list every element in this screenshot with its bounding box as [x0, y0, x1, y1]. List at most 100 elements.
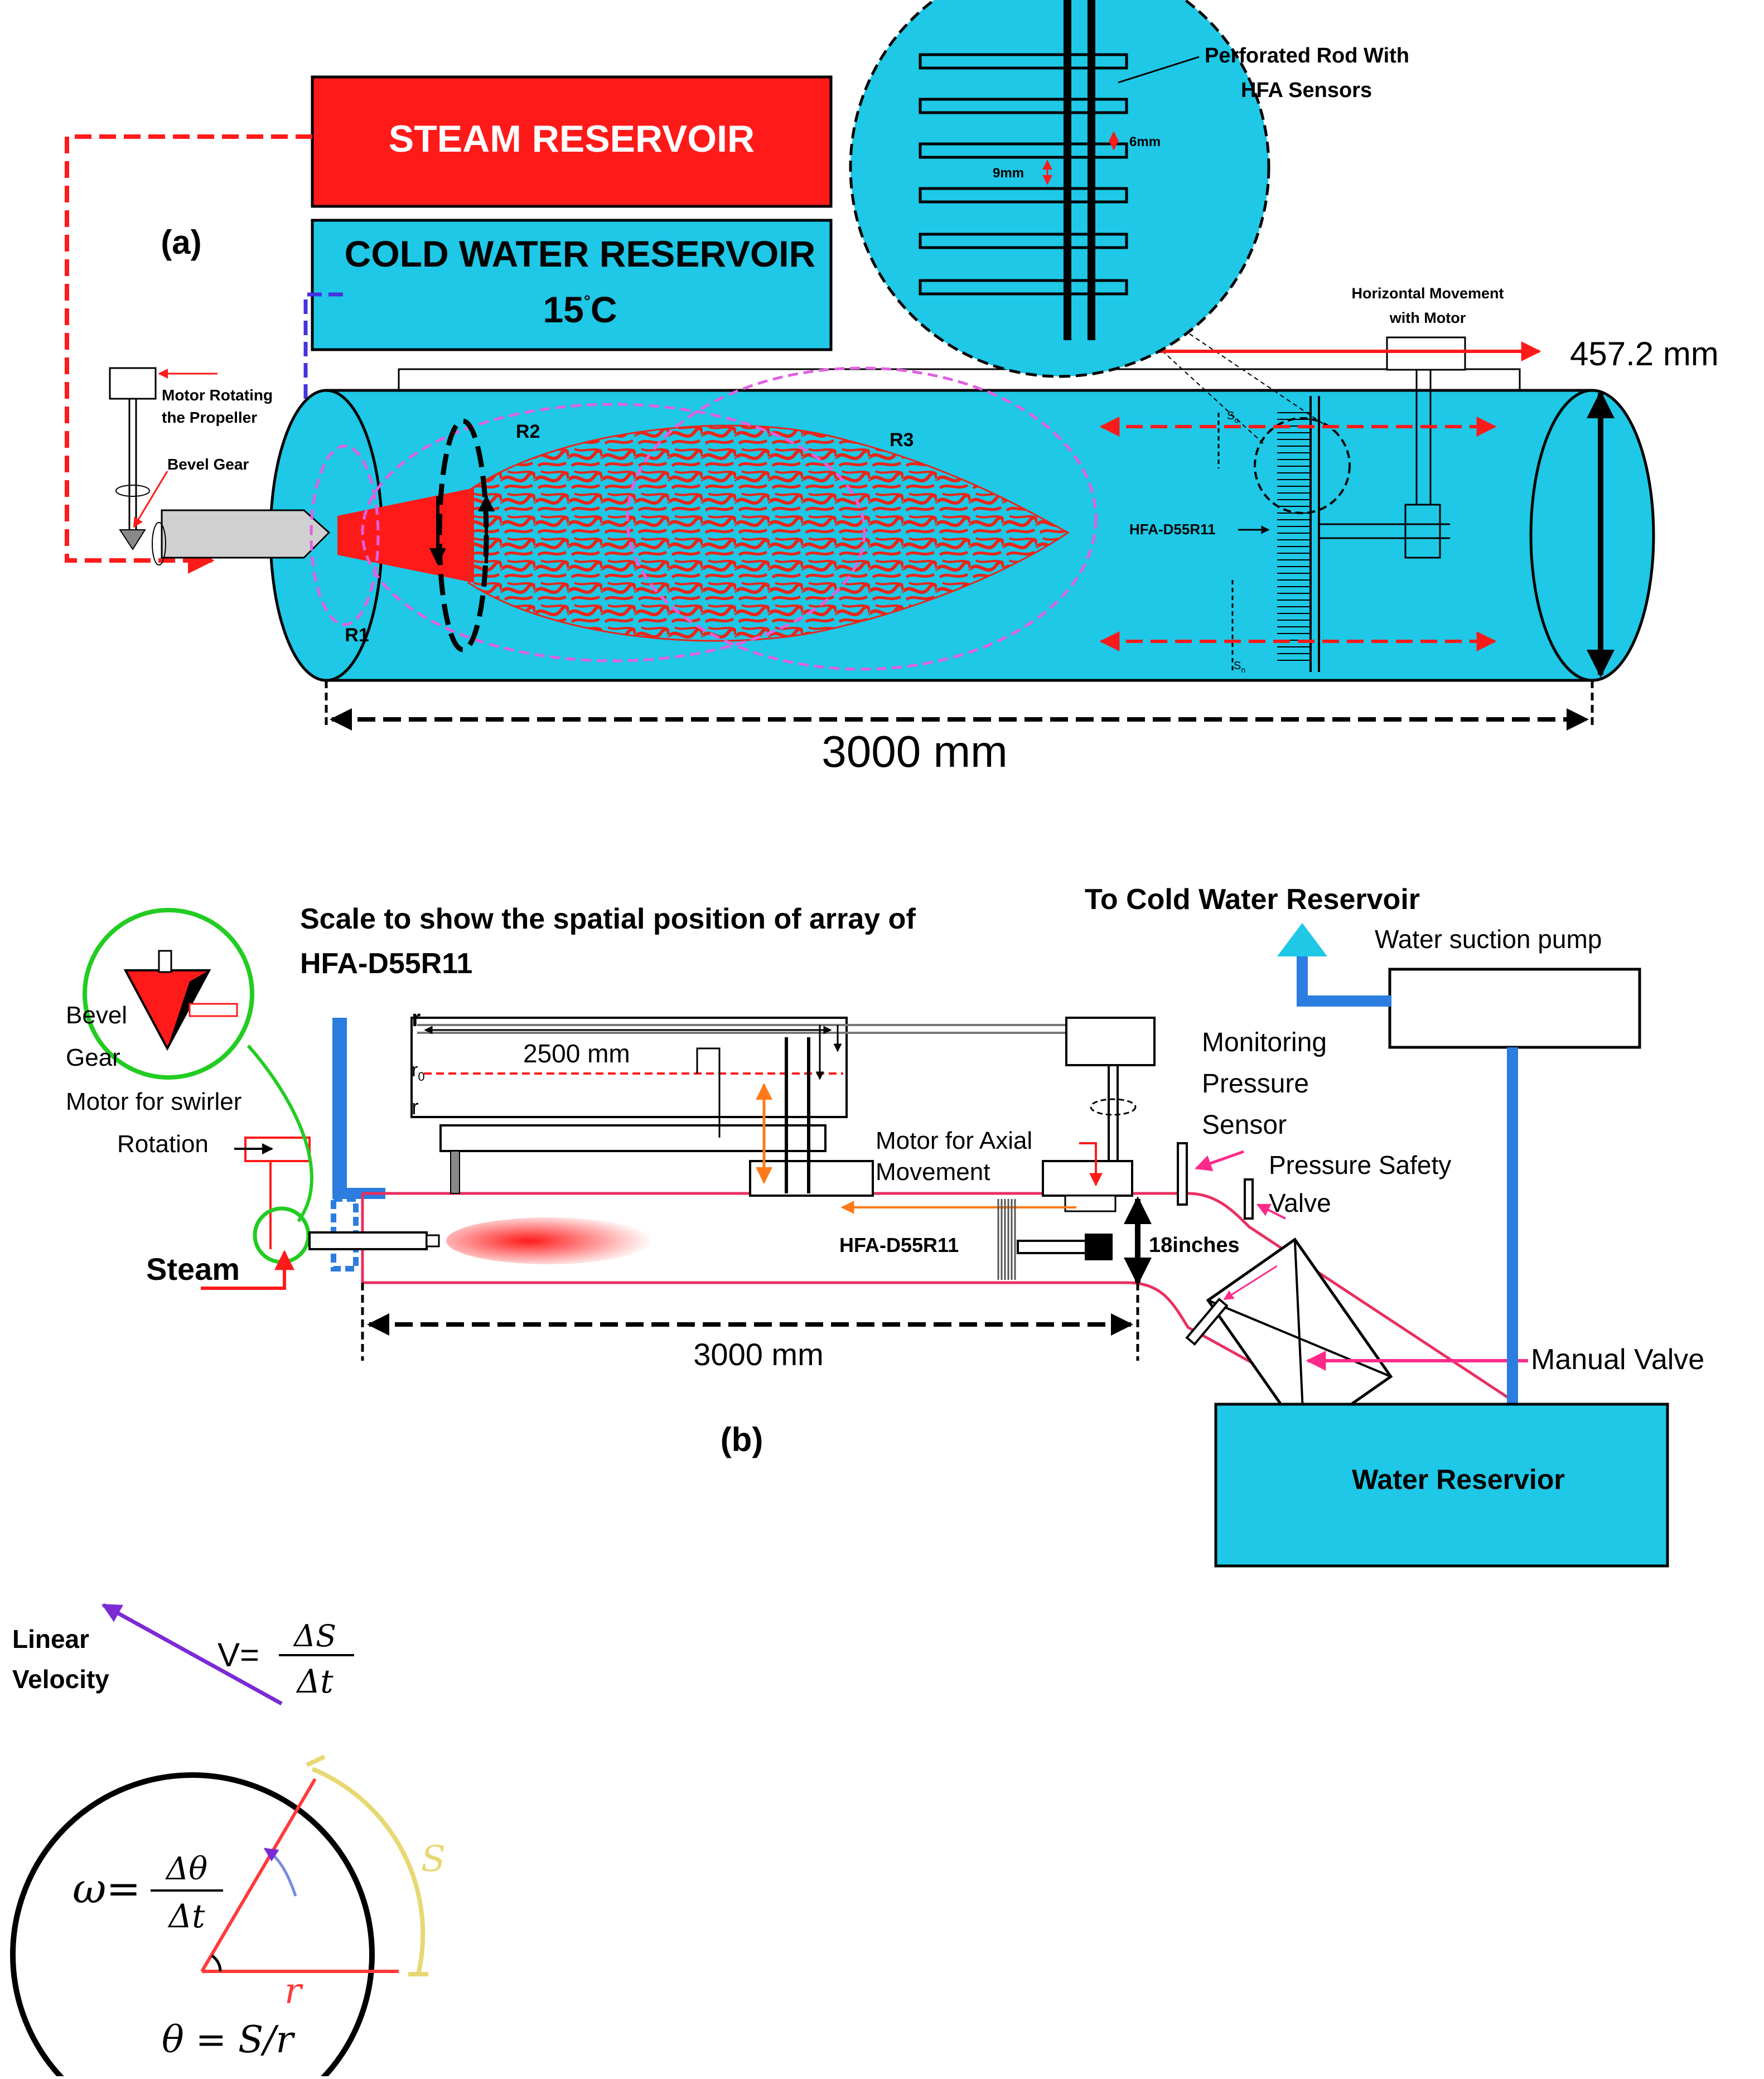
water-reservoir: [1214, 1403, 1669, 1568]
steam-label: Steam: [146, 1251, 240, 1287]
steam-reservoir-label: STEAM RESERVOIR: [389, 118, 755, 160]
cold-water-reservoir-box: [311, 219, 833, 351]
bevel-gear-top-shaft: [158, 950, 172, 973]
bevel-gear-icon: [119, 529, 146, 550]
r-bottom-label: r: [412, 1096, 419, 1119]
perforation-bar: [919, 53, 1128, 70]
axial-motor-box: [1042, 1160, 1133, 1197]
r-top-label: r: [412, 1005, 421, 1031]
region-r2: [361, 403, 866, 663]
to-cold-water-label: To Cold Water Reservoir: [1085, 883, 1420, 916]
steam-nozzle: [161, 509, 331, 559]
arc-end-top: [306, 1754, 326, 1767]
propeller-rotation-icon: [115, 485, 150, 497]
sensor-label-a: HFA-D55R11: [1129, 521, 1216, 538]
dim-18-label: 18inches: [1149, 1234, 1240, 1257]
safety-valve: [1244, 1178, 1254, 1220]
suction-pump-label: Water suction pump: [1375, 925, 1602, 954]
region-r1-label: R1: [345, 625, 369, 646]
rotation-circle: [10, 1772, 375, 2079]
dim-length-label-b: 3000 mm: [693, 1337, 823, 1372]
omega-formula-den: Δt: [167, 1897, 205, 1935]
zoom-inset: 6mm 9mm: [849, 0, 1270, 378]
safety-valve-pointer: [1256, 1203, 1286, 1220]
horizontal-carriage: [1404, 504, 1441, 559]
pressure-sensor-pointer: [1195, 1150, 1244, 1172]
scale-support: [450, 1150, 460, 1194]
dim-6mm-label: 6mm: [1129, 134, 1161, 149]
dim-2500-label: 2500 mm: [523, 1039, 630, 1068]
pump-suction-pipe: [1507, 1047, 1518, 1404]
sensor-label-b: HFA-D55R11: [839, 1234, 959, 1256]
pressure-sensor: [1177, 1142, 1188, 1206]
pump-outlet-pipe: [1297, 995, 1391, 1007]
scale-base-plate: [439, 1124, 827, 1152]
panel-b: Scale to show the spatial position of ar…: [66, 883, 1704, 1568]
steam-injector-body: [308, 1231, 428, 1250]
water-reservoir-label: Water Reservior: [1352, 1464, 1565, 1495]
pipe-top-wall: [363, 1192, 1512, 1401]
arc-s-label: S: [421, 1839, 446, 1880]
perforation-bar: [919, 233, 1128, 249]
bevel-gear-zoom-shadow: [167, 970, 209, 1048]
cold-water-pipe-elbow: [332, 1188, 385, 1199]
panel-b-label: (b): [721, 1421, 763, 1458]
cold-water-reservoir-label: COLD WATER RESERVOIR: [345, 233, 816, 274]
axial-motor-pointer: [1079, 1142, 1103, 1187]
region-r3: [626, 366, 1098, 671]
sensor-clamp-b: [1085, 1234, 1113, 1260]
cold-water-temperature: 15°C: [543, 289, 617, 330]
zoom-connector: [247, 1045, 313, 1222]
steam-injector-tip: [426, 1234, 440, 1248]
tank-end-cap: [1529, 389, 1655, 682]
inset-rod-left: [1064, 0, 1071, 340]
velocity-formula-prefix: V=: [218, 1636, 259, 1674]
manual-valve-handle: [1185, 1297, 1229, 1346]
to-cold-arrow-head: [1277, 923, 1327, 956]
pipe-bottom-wall: [363, 1281, 1320, 1401]
theta-formula: θ = S/r: [162, 2018, 295, 2061]
scale-bracket-1: [696, 1047, 721, 1138]
scale-carriage: [749, 1160, 874, 1197]
bevel-gear-side-shaft: [189, 1003, 238, 1017]
horizontal-motor: [1386, 336, 1466, 371]
omega-formula-num: Δθ: [165, 1851, 207, 1887]
suction-pump: [1388, 968, 1641, 1049]
region-r1: [310, 444, 380, 626]
pump-outlet-riser: [1297, 956, 1308, 1007]
bevel-gear-location-circle: [253, 1206, 311, 1264]
steam-reservoir-box: [311, 75, 833, 208]
rod-label-pointer: [1118, 56, 1200, 84]
steam-cloud-b: [446, 1217, 653, 1264]
bevel-gear-pointer: [133, 471, 168, 528]
region-r2-label: R2: [516, 421, 540, 442]
rotation-direction-arrow: [263, 1847, 297, 1897]
region-r3-label: R3: [890, 429, 914, 451]
perforation-bars: [919, 53, 1128, 296]
linear-velocity-arrow: [101, 1603, 283, 1706]
panel-a-label: (a): [161, 224, 201, 261]
steam-inlet-arrow: [201, 1250, 294, 1290]
section-label-bottom: Sn: [1234, 660, 1245, 674]
scale-title: Scale to show the spatial position of ar…: [300, 903, 916, 980]
bevel-gear-wheel: [152, 522, 166, 565]
propeller-motor: [109, 367, 157, 400]
arc-length-s: [311, 1767, 426, 1975]
axial-motor-top: [1065, 1017, 1156, 1066]
steam-plume: [467, 424, 1070, 642]
sensor-array-b: [997, 1199, 1016, 1280]
rotated-radius-line: [200, 1778, 317, 1972]
radius-r-label: r: [284, 1971, 303, 2012]
perforation-bar: [919, 142, 1128, 159]
dim-diameter-label: 457.2 mm: [1570, 335, 1719, 373]
omega-formula-prefix: ω=: [73, 1865, 141, 1913]
